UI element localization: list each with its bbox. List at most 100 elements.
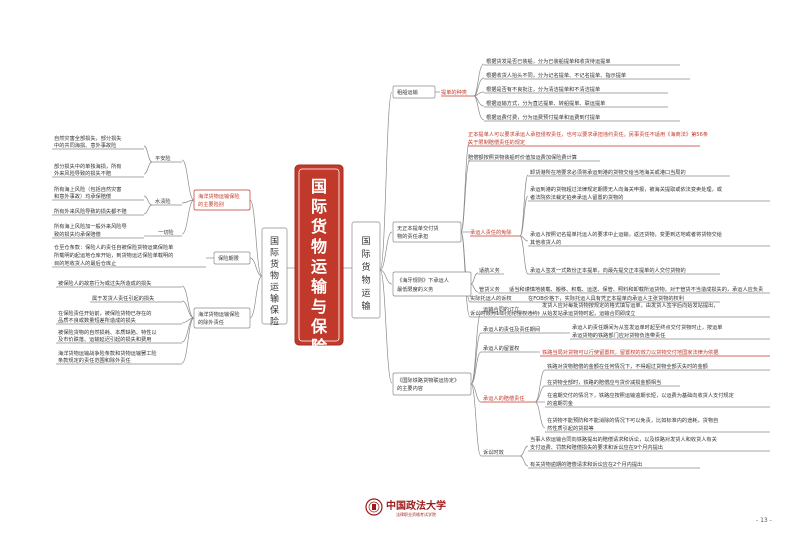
node-yiqie: 一切险: [158, 228, 174, 236]
tidan-item: 根据收货人抬头不同，分为记名提单、不记名提单、指示提单: [486, 71, 626, 79]
node-tidan-types: 提单的种类: [441, 88, 467, 96]
node-shihang: 适航义务: [479, 266, 500, 274]
seal-icon: [365, 498, 383, 516]
tidan-item: 根据运费付费，分为运费预付提单和运费到付提单: [486, 113, 600, 121]
branch-left-char: 物: [270, 270, 279, 282]
mianze-item: 承运人签发一式数份正本提单，向最先提交正本提单的人交付货物的: [530, 266, 686, 274]
node-chuwai-label: 海洋货物运输保险: [198, 310, 240, 318]
branch-right-box: [351, 221, 381, 319]
center-title-char: 运: [311, 257, 327, 276]
page-number: - 13 -: [756, 517, 772, 524]
branch-left-box: [261, 227, 288, 325]
shuizi-item-line2: 和意外事故）均承保赔偿: [54, 192, 111, 200]
chuwai-item: 海洋货物运输战争险条款和货物运输罢工险: [58, 349, 157, 357]
tidan-item: 根据是否有不良批注，分为清洁提单和不清洁提单: [486, 85, 600, 93]
center-title-char: 险: [311, 337, 328, 356]
tidan-item: 根据货发是否已装船，分为已装船提单和收货待运提单: [486, 57, 611, 65]
chuwai-item: 被保险人的故意行为或过失所造成的损失: [58, 279, 152, 287]
chuwai-item: 被保险货物的自然损耗、本质缺陷、特性以: [58, 328, 157, 336]
node-tl-peichang: 承运人的赔偿责任: [483, 394, 525, 402]
node-tl-zeren: 承运人的责任及责任期间: [483, 325, 540, 333]
branch-left-char: 运: [270, 282, 279, 293]
center-title-inner-border: [298, 168, 340, 342]
wuzheng-red-1: 正本提单人可以要求承运人承担侵权责任，也可以要求承担违约责任。民事责任不适用《海…: [468, 130, 708, 138]
node-chuwai-label-2: 的除外责任: [198, 318, 224, 326]
center-title-char: 与: [311, 297, 327, 316]
node-zhuyao-xian-label: 海洋货物运输保险: [198, 192, 240, 200]
tl-zeren-text: 承运人的责任期间为从签发运单时起至终点交付货物时止，按运单: [572, 323, 722, 331]
node-wuzheng-label-2: 物的责任承担: [397, 232, 428, 240]
university-logo: 中国政法大学 法律职业资格考试学院: [365, 498, 446, 517]
branch-right-char: 际: [361, 249, 370, 260]
pingan-item-line2: 中的共同海损、意外事故险: [54, 141, 117, 149]
center-title-box: [294, 164, 344, 346]
node-shuizi: 水渍险: [155, 197, 171, 205]
pingan-item: 部分损失中的单独海损，所有: [54, 162, 121, 170]
node-pingan: 平安险: [155, 154, 171, 162]
tl-liuzhi-text: 铁路当局对货物可以行使留置权，留置权的效力以货物交付地国家法律为依据: [542, 348, 718, 356]
center-title-char: 国: [311, 177, 327, 196]
shuizi-item: 所有外来风险导致的损失都不赔: [54, 207, 127, 215]
mianze-item: 承运人按照记名提单托运人的要求中止运输，返还货物，变更到达地或者将货物交给: [530, 230, 722, 238]
branch-left-char: 险: [270, 316, 279, 328]
qijian-text: 仓至仓条款：保险人的责任自被保险货物运离保险单: [54, 243, 173, 251]
tl-hetong-text: 发货人应对每批货物按规定的格式填写运单，由发货人签字后向始发站提出，: [542, 301, 718, 309]
node-mianze: 承运人责任的免除: [470, 228, 512, 236]
branch-left-char: 保: [270, 304, 279, 316]
tl-susong-b: 有关货物逾期的赔偿请求和诉讼应在2个月内提出: [530, 460, 642, 468]
branch-left-char: 输: [270, 293, 279, 305]
tl-hetong-text-2: 从始发站承运货物时起，运输合同即成立: [542, 309, 635, 317]
peichang-item-line2: 的逾期罚金: [547, 399, 574, 407]
center-title-char: 物: [311, 237, 327, 256]
branch-right-char: 运: [361, 288, 370, 299]
pingan-item: 自然灾害全部损失，部分损失: [54, 134, 122, 142]
center-title-char: 货: [311, 217, 327, 236]
node-guanhuo: 管货义务: [479, 285, 500, 293]
peichang-item: 在逾期交付的情况下，铁路应按照运输逾期长短，以运费为基础向收货人支付规定: [547, 391, 734, 399]
branch-right-char: 货: [361, 261, 370, 273]
chuwai-item-line2: 条款规定的责任范围和除外责任: [58, 356, 131, 364]
node-baoxian-qijian-label: 保险期限: [218, 254, 239, 262]
qijian-text-3: 目的地收货人的最后仓库止: [54, 259, 116, 267]
center-title-char: 际: [311, 197, 327, 216]
branch-left-char: 货: [270, 258, 279, 270]
node-tuoyun-susong: 实际托运人的诉权: [470, 294, 512, 302]
node-zuchuan-label: 租船运输: [397, 88, 419, 96]
pingan-item-line2: 外来风险导致的损失不赔: [54, 169, 111, 177]
tuoyun-susong-text: 在FOB价格下，实际托运人具有凭正本提单向承运人主张货物的权利: [528, 294, 684, 302]
logo-name: 中国政法大学: [386, 499, 446, 512]
node-haiya-label: 《海牙规则》下承运人: [397, 276, 449, 284]
peichang-item: 在货物全部时，铁路的赔偿应与货价减损金额相当: [547, 378, 661, 386]
branch-right-char: 输: [361, 300, 370, 312]
yiqie-text: 所有海上风险加一般外来风险导: [54, 222, 127, 230]
chuwai-item: 在保险责任开始前，被保险货物已存在的: [58, 309, 151, 317]
peichang-item-line2: 然性质引起的货损等: [547, 424, 594, 432]
shuizi-item: 所有海上风险（包括自然灾害: [54, 185, 121, 193]
tidan-item: 根据运输方式，分为直达提单、转船提单、联运提单: [486, 99, 605, 107]
logo-sub: 法律职业资格考试学院: [396, 511, 436, 517]
tl-zeren-text-2: 承运货物的铁路部门应对货物负连带责任: [572, 331, 665, 339]
branch-left-char: 际: [270, 248, 279, 259]
branch-right-char: 物: [361, 274, 370, 286]
wuzheng-a: 赔偿额按照货物装船时价值加运费加保险费计算: [468, 153, 577, 161]
branch-right-char: 国: [361, 236, 370, 247]
tl-susong-a: 当事人依运输合同向铁路提出的赔偿请求和诉讼，以及铁路对发货人和收货人有关: [530, 435, 717, 443]
mianze-item-line2: 者法院依法裁定拍卖承运人留置的货物的: [530, 193, 623, 201]
node-zhuyao-xian-label-2: 的主要险别: [198, 200, 224, 208]
tl-susong-a-2: 支付运费、罚款和赔偿损失的要求和诉讼应在9个月内提出: [530, 443, 663, 451]
qijian-text-2: 所载明的起运地仓库开始，到货物运达保险单载明的: [54, 251, 173, 259]
chuwai-item-line2: 及市价跌落、运输延迟引起的损失和费用: [58, 335, 151, 343]
center-title-char: 输: [311, 277, 328, 296]
mianze-item: 承运到港的货物超过法律规定期限无人向海关申报，被海关提取或依法变卖处理，或: [530, 185, 722, 193]
node-tielu-label-2: 的主要内容: [397, 384, 423, 392]
chuwai-item-line2: 品质不良或数量短差所造成的损失: [58, 316, 137, 324]
peichang-item: 在货物不能预防和不能消除的情况下可以免责，比如标准内的途耗，货物自: [547, 416, 718, 424]
node-tielu-label: 《国际铁路货物联运协定》: [397, 376, 459, 384]
yiqie-text-2: 致的损失均承保赔偿: [54, 230, 101, 238]
node-tl-liuzhi: 承运人的留置权: [483, 344, 520, 352]
node-wuzheng-label: 无正本提单交付货: [397, 224, 439, 232]
